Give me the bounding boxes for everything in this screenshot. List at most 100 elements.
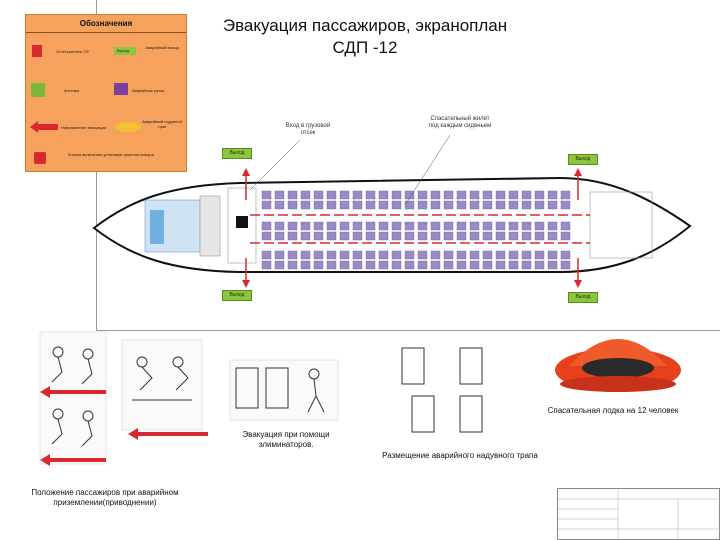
passenger-seat: [352, 190, 363, 200]
passenger-seat: [534, 250, 545, 260]
passenger-seat: [469, 190, 480, 200]
passenger-seat: [339, 221, 350, 231]
passenger-seat: [560, 221, 571, 231]
passenger-seat: [443, 221, 454, 231]
passenger-seat: [560, 231, 571, 241]
passenger-seat: [274, 221, 285, 231]
passenger-seat: [365, 260, 376, 270]
passenger-seat: [521, 260, 532, 270]
passenger-seat: [547, 250, 558, 260]
passenger-seat: [417, 260, 428, 270]
exit-tag-front-bottom: Выход: [222, 290, 252, 301]
passenger-seat: [534, 231, 545, 241]
passenger-seat: [534, 221, 545, 231]
caption-eliminators: Эвакуация при помощи элиминаторов.: [242, 430, 330, 449]
passenger-seat: [560, 260, 571, 270]
caption-life-raft: Спасательная лодка на 12 человек: [547, 406, 679, 415]
passenger-seat: [339, 250, 350, 260]
passenger-seat: [495, 221, 506, 231]
passenger-seat: [313, 231, 324, 241]
passenger-seat: [365, 221, 376, 231]
exit-tag-rear-bottom: Выход: [568, 292, 598, 303]
passenger-seat: [300, 221, 311, 231]
passenger-seat: [404, 200, 415, 210]
passenger-seat: [508, 190, 519, 200]
passenger-seat: [300, 260, 311, 270]
legend-divider: [26, 32, 186, 33]
passenger-seat: [469, 221, 480, 231]
passenger-seat: [378, 260, 389, 270]
passenger-seat: [313, 250, 324, 260]
leader-cargo: [249, 139, 301, 191]
passenger-seat: [365, 250, 376, 260]
passenger-seat: [378, 190, 389, 200]
slide-placement-illustration: [401, 347, 483, 433]
passenger-seat: [287, 221, 298, 231]
slide-icon: [115, 122, 141, 132]
passenger-seat: [456, 231, 467, 241]
passenger-seat: [508, 231, 519, 241]
title-block-grid: [558, 489, 720, 540]
evacuation-arrows: [242, 168, 590, 288]
passenger-seat: [443, 200, 454, 210]
passenger-seat: [339, 231, 350, 241]
passenger-seat: [521, 200, 532, 210]
crash-pose-illustration: [121, 339, 203, 431]
passenger-seat: [560, 190, 571, 200]
passenger-seat: [274, 250, 285, 260]
passenger-seat: [547, 221, 558, 231]
passenger-seat: [261, 221, 272, 231]
passenger-seat: [404, 250, 415, 260]
cockpit-console: [150, 210, 164, 244]
passenger-seat: [300, 190, 311, 200]
passenger-seat: [261, 250, 272, 260]
passenger-seat: [365, 190, 376, 200]
evacuation-arrow-icon: [30, 121, 58, 133]
passenger-seat: [534, 200, 545, 210]
passenger-seat: [339, 190, 350, 200]
passenger-seat: [287, 260, 298, 270]
page-subtitle: СДП -12: [332, 38, 398, 57]
passenger-seat: [365, 231, 376, 241]
passenger-seat: [430, 190, 441, 200]
passenger-seat: [521, 221, 532, 231]
fire-button-icon: [34, 152, 46, 164]
passenger-seat: [300, 231, 311, 241]
passenger-seat: [300, 200, 311, 210]
passenger-seat: [261, 231, 272, 241]
legend-heading: Обозначения: [79, 19, 133, 28]
page-title: Эвакуация пассажиров, экраноплан: [222, 16, 508, 35]
legend-label-handles: Аварийные ручки: [132, 88, 165, 93]
passenger-seat: [482, 190, 493, 200]
passenger-seat: [352, 221, 363, 231]
passenger-seat: [508, 250, 519, 260]
passenger-seat: [443, 190, 454, 200]
exit-tag-rear-top: Выход: [568, 154, 598, 165]
passenger-seat: [495, 200, 506, 210]
passenger-seat: [352, 250, 363, 260]
passenger-seat: [352, 231, 363, 241]
front-door: [227, 187, 257, 264]
passenger-seat: [326, 190, 337, 200]
life-raft-illustration: [555, 339, 681, 392]
passenger-seat: [430, 250, 441, 260]
passenger-seat: [482, 221, 493, 231]
first-aid-icon: [31, 83, 45, 97]
passenger-seat: [326, 260, 337, 270]
passenger-seat: [508, 221, 519, 231]
passenger-seat: [391, 260, 402, 270]
passenger-seat: [378, 200, 389, 210]
passenger-seat: [443, 231, 454, 241]
passenger-seat: [287, 231, 298, 241]
passenger-seat: [456, 260, 467, 270]
passenger-seat: [495, 250, 506, 260]
passenger-seat: [287, 190, 298, 200]
passenger-seat: [456, 250, 467, 260]
passenger-seat: [339, 260, 350, 270]
passenger-seat: [495, 260, 506, 270]
passenger-seat: [391, 231, 402, 241]
passenger-seat: [521, 231, 532, 241]
passenger-seat: [378, 231, 389, 241]
passenger-seat: [417, 221, 428, 231]
eliminator-illustration: [229, 359, 339, 421]
